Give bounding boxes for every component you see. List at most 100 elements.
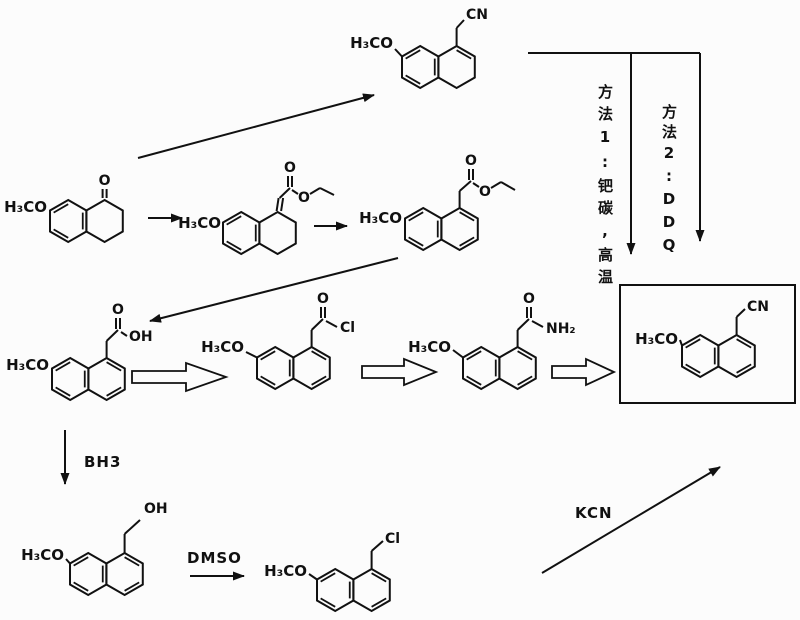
product-box [619, 284, 796, 404]
acyl-chloride-core-left-double-bond [260, 350, 276, 361]
acyl-chloride-core-bond [325, 320, 338, 328]
compound-naphthyl-ethanol: H₃CO OH [21, 501, 168, 564]
chloromethyl-core-right-double-bond [371, 597, 387, 608]
ylidene-ester-core-bond [309, 187, 321, 195]
hydroxyl-label: OH [129, 329, 153, 345]
naphthyl-ester-core-left-double-bond [408, 211, 424, 222]
product-nitrile-core-bond [679, 339, 683, 346]
method2-label: 方法2:DDQ [660, 104, 678, 259]
acyl-chloride-core-left-ring [256, 345, 295, 391]
methoxy-label: H₃CO [6, 356, 49, 374]
acyl-chloride-core-bond [310, 318, 324, 331]
methoxy-label: H₃CO [178, 214, 221, 232]
chloromethyl-core-left-double-bond [320, 597, 336, 608]
naphthyl-ester-core-bond [500, 181, 516, 191]
chloromethyl-core-right-ring [352, 567, 391, 613]
carbonyl-label: O [112, 302, 124, 318]
acetamide-core-right-ring [498, 345, 537, 391]
bond-layer [49, 19, 756, 613]
acetic-acid-core-right-ring [87, 356, 126, 402]
hydroxyl-label: OH [144, 501, 168, 517]
ylidene-ester-core-bond [291, 189, 299, 195]
acetic-acid-core-left-double-bond [55, 386, 71, 397]
naphthyl-ethanol-core-right-double-bond [124, 556, 140, 567]
ylidene-ester-core-left-ring [222, 210, 261, 256]
acetic-acid-core-bond [120, 331, 128, 337]
ester-o-label: O [479, 184, 491, 200]
amine-label: NH₂ [546, 321, 576, 337]
acetamide-core-bond [516, 318, 530, 331]
naphthyl-ethanol-core-bond [123, 519, 141, 535]
product-nitrile-core-left-double-bond [685, 338, 701, 349]
methoxy-label: H₃CO [350, 34, 393, 52]
chloride-label: Cl [385, 531, 400, 547]
ylidene-ester-core-bond [275, 197, 280, 212]
acyl-chloride-core-right-ring [292, 345, 331, 391]
product-nitrile-core-left-double-bond [685, 363, 701, 374]
acetic-acid-core-left-double-bond [55, 361, 71, 372]
acyl-chloride-core-left-double-bond [260, 375, 276, 386]
tetralone-core-left-ring [49, 198, 88, 244]
bh3-label: BH3 [84, 453, 121, 471]
ylidene-ester-core-left-double-bond [226, 215, 242, 226]
methoxy-label: H₃CO [359, 209, 402, 227]
acetic-acid-core-left-ring [51, 356, 90, 402]
acetamide-core-right-double-bond [517, 375, 533, 386]
arrow-layer [60, 52, 721, 581]
methoxy-label: H₃CO [4, 198, 47, 216]
ylidene-ester-core-left-double-bond [226, 240, 242, 251]
chloromethyl-core-left-ring [316, 567, 355, 613]
acetic-acid-core-right-double-bond [106, 361, 122, 372]
naphthyl-ethanol-core-left-double-bond [73, 556, 89, 567]
acetamide-core-left-ring [462, 345, 501, 391]
naphthyl-ester-core-right-ring [440, 206, 479, 252]
naphthyl-ester-core-right-double-bond [459, 211, 475, 222]
naphthyl-ester-core-left-ring [404, 206, 443, 252]
carbonyl-label: O [317, 291, 329, 307]
compound-dihydronitrile: H₃CO CN [350, 7, 488, 52]
arrow-ester-to-acid [149, 257, 399, 323]
methoxy-label: H₃CO [264, 562, 307, 580]
hollow-arrow-layer [131, 357, 617, 393]
nitrile-label: CN [747, 299, 769, 315]
acetamide-core-bond [531, 320, 544, 328]
ylidene-ester-core-bond [278, 187, 291, 199]
method1-label: 方法1:钯碳,高温 [596, 84, 614, 291]
acetamide-core-left-double-bond [466, 375, 482, 386]
acetamide-core-right-double-bond [517, 350, 533, 361]
compound-acetic-acid: H₃CO O OH [6, 302, 153, 374]
dihydronitrile-core-left-double-bond [405, 74, 421, 85]
chloride-label: Cl [340, 320, 355, 336]
acetamide-core-left-double-bond [466, 350, 482, 361]
ester-o-label: O [298, 190, 310, 206]
tetralone-core-left-double-bond [53, 203, 69, 214]
dihydronitrile-core-right-double-bond [456, 49, 472, 60]
compound-naphthyl-ester: H₃CO O O [359, 153, 491, 227]
acetic-acid-core-bond [105, 329, 119, 342]
compound-product-nitrile: H₃CO CN [635, 299, 769, 348]
methoxy-label: H₃CO [635, 330, 678, 348]
ylidene-ester-core-bond [319, 187, 335, 196]
acyl-chloride-core-bond [245, 351, 258, 359]
product-nitrile-core-bond [735, 308, 746, 318]
hollow-arrow-acid-to-chloride [131, 361, 229, 393]
methoxy-label: H₃CO [408, 338, 451, 356]
arrow-tetralone-to-dihydronitrile [137, 93, 375, 159]
compound-acetamide: H₃CO O NH₂ [408, 291, 575, 356]
arrow-kcn [541, 466, 721, 574]
carbonyl-label: O [284, 160, 296, 176]
dihydronitrile-core-bond [394, 48, 403, 58]
tetralone-core-left-double-bond [53, 228, 69, 239]
dihydronitrile-core-bond [455, 19, 465, 29]
acetamide-core-bond [452, 349, 464, 359]
nitrile-label: CN [466, 7, 488, 23]
carbonyl-label: O [523, 291, 535, 307]
product-nitrile-core-right-double-bond [736, 338, 752, 349]
dmso-label: DMSO [187, 549, 242, 567]
compound-chloromethyl: H₃CO Cl [264, 531, 400, 580]
naphthyl-ethanol-core-left-ring [69, 551, 108, 597]
compound-acyl-chloride: H₃CO O Cl [201, 291, 355, 356]
ylidene-ester-core-bond [280, 197, 285, 212]
